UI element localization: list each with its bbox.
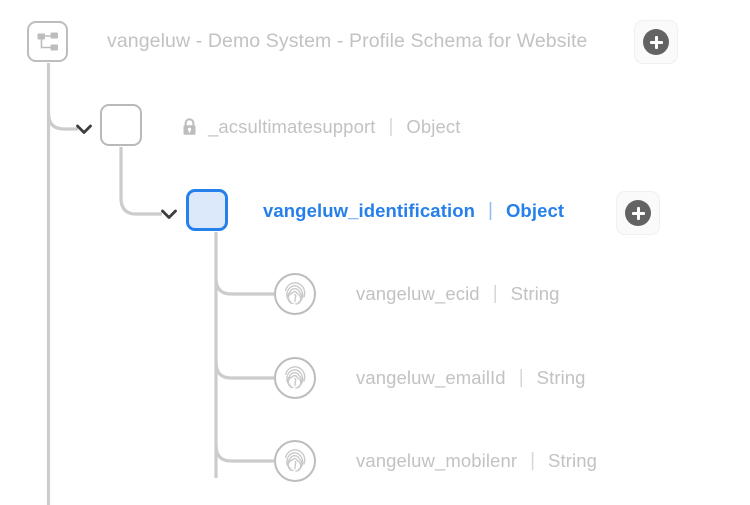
tree-root-row[interactable]: vangeluw - Demo System - Profile Schema …	[27, 21, 588, 62]
node-type-text: Object	[406, 116, 461, 137]
leaf-type-text: String	[548, 450, 597, 471]
node-label-vangeluw-identification[interactable]: vangeluw_identification | Object	[263, 200, 564, 222]
chevron-down-icon-identification[interactable]	[161, 206, 177, 222]
leaf-node-vangeluw-mobilenr[interactable]	[274, 440, 316, 482]
lock-icon	[182, 118, 197, 136]
sitemap-icon-glyph	[37, 32, 58, 50]
leaf-name-text: vangeluw_mobilenr	[356, 450, 518, 471]
branch-to-acs	[46, 112, 78, 131]
chevron-down-glyph	[161, 209, 177, 219]
leaf-name-text: vangeluw_ecid	[356, 283, 480, 304]
leaf-label-vangeluw-ecid[interactable]: vangeluw_ecid | String	[356, 283, 560, 305]
leaf-type-text: String	[536, 367, 586, 388]
chevron-down-glyph	[76, 124, 92, 134]
fingerprint-icon	[284, 366, 306, 389]
label-separator: |	[518, 367, 524, 388]
node-name-text: _acsultimatesupport	[208, 116, 376, 137]
leaf-node-vangeluw-emailid[interactable]	[274, 357, 316, 399]
branch-to-ecid	[214, 277, 274, 296]
label-separator: |	[388, 116, 394, 137]
fingerprint-icon	[284, 449, 306, 472]
lock-icon-glyph	[183, 118, 196, 135]
page-title: vangeluw - Demo System - Profile Schema …	[107, 30, 588, 52]
leaf-name-text: vangeluw_emailId	[356, 367, 506, 388]
node-name-text: vangeluw_identification	[263, 200, 475, 221]
object-node-vangeluw-identification[interactable]	[186, 189, 228, 231]
leaf-type-text: String	[510, 283, 560, 304]
leaf-node-vangeluw-ecid[interactable]	[274, 273, 316, 315]
chevron-down-icon-acs[interactable]	[76, 121, 92, 137]
node-type-text: Object	[505, 200, 565, 221]
plus-circle-icon	[625, 200, 651, 226]
label-separator: |	[488, 200, 493, 221]
add-root-child-button[interactable]	[634, 20, 678, 64]
branch-to-emailid	[214, 361, 274, 380]
label-separator: |	[492, 283, 498, 304]
object-node-acsultimatesupport[interactable]	[100, 104, 142, 146]
branch-to-identification	[119, 147, 162, 216]
add-identification-child-button[interactable]	[616, 191, 660, 235]
leaf-label-vangeluw-mobilenr[interactable]: vangeluw_mobilenr | String	[356, 450, 597, 472]
leaf-label-vangeluw-emailid[interactable]: vangeluw_emailId | String	[356, 367, 586, 389]
branch-to-mobilenr	[214, 444, 274, 463]
sitemap-icon	[27, 21, 68, 62]
plus-circle-icon	[643, 29, 669, 55]
fingerprint-icon	[284, 282, 306, 305]
node-label-acsultimatesupport[interactable]: _acsultimatesupport | Object	[182, 116, 460, 138]
label-separator: |	[530, 450, 536, 471]
